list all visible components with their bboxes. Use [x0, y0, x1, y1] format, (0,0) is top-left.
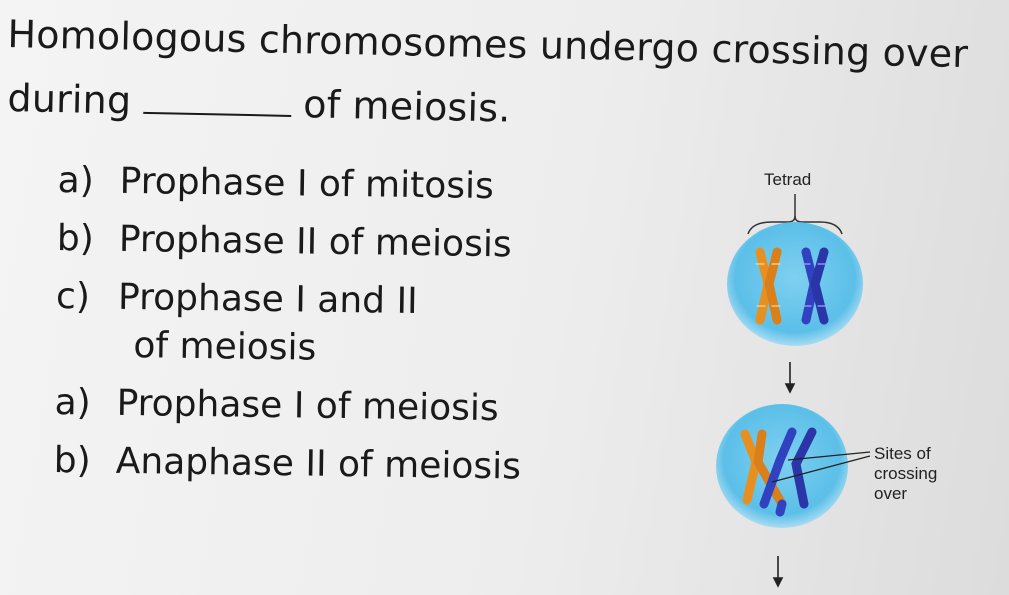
option-text: Prophase II of meiosis — [118, 218, 512, 266]
crossing-label-line2: crossing — [874, 464, 938, 483]
question-text-before-blank: during — [7, 76, 132, 123]
tetrad-bracket — [747, 194, 843, 235]
down-arrow-icon — [784, 362, 796, 394]
option-b-1: b) Prophase II of meiosis — [56, 218, 524, 283]
option-a-2: a) Prophase I of meiosis — [54, 382, 522, 447]
tetrad-label: Tetrad — [764, 170, 812, 189]
down-arrow-icon — [772, 556, 784, 588]
option-text: Anaphase II of meiosis — [115, 440, 522, 488]
option-letter: a) — [57, 160, 95, 202]
crossing-label-line3: over — [874, 484, 908, 503]
crossing-over-figure: Tetrad Sites of crossing over — [700, 160, 1000, 595]
question-text-1: Homologous chromosomes undergo crossing … — [7, 12, 969, 77]
meiosis-diagram — [716, 194, 871, 588]
option-letter: b) — [56, 217, 95, 260]
option-a-1: a) Prophase I of mitosis — [57, 160, 525, 225]
cell-upper — [727, 222, 863, 346]
option-letter: c) — [55, 275, 91, 318]
crossing-label-line1: Sites of — [874, 444, 931, 463]
crossing-over-chromosomes — [740, 427, 817, 517]
option-letter: a) — [54, 381, 92, 424]
option-text: Prophase I of meiosis — [116, 382, 500, 430]
option-text: of meiosis — [133, 325, 317, 369]
option-text: Prophase I and II — [117, 276, 419, 323]
question-text-after-blank: of meiosis. — [302, 82, 512, 131]
tetrad-chromosomes — [755, 247, 829, 325]
option-letter: b) — [53, 439, 91, 482]
question-line-2: during of meiosis. — [7, 76, 511, 131]
option-c-continued: of meiosis — [55, 324, 523, 389]
option-text: Prophase I of mitosis — [119, 160, 495, 208]
answer-options: a) Prophase I of mitosis b) Prophase II of… — [53, 160, 525, 504]
crossing-pointer-lines — [771, 451, 871, 483]
question-line-1: Homologous chromosomes undergo crossing … — [7, 12, 969, 76]
answer-blank — [143, 81, 292, 117]
option-b-2: b) Anaphase II of meiosis — [53, 439, 522, 505]
